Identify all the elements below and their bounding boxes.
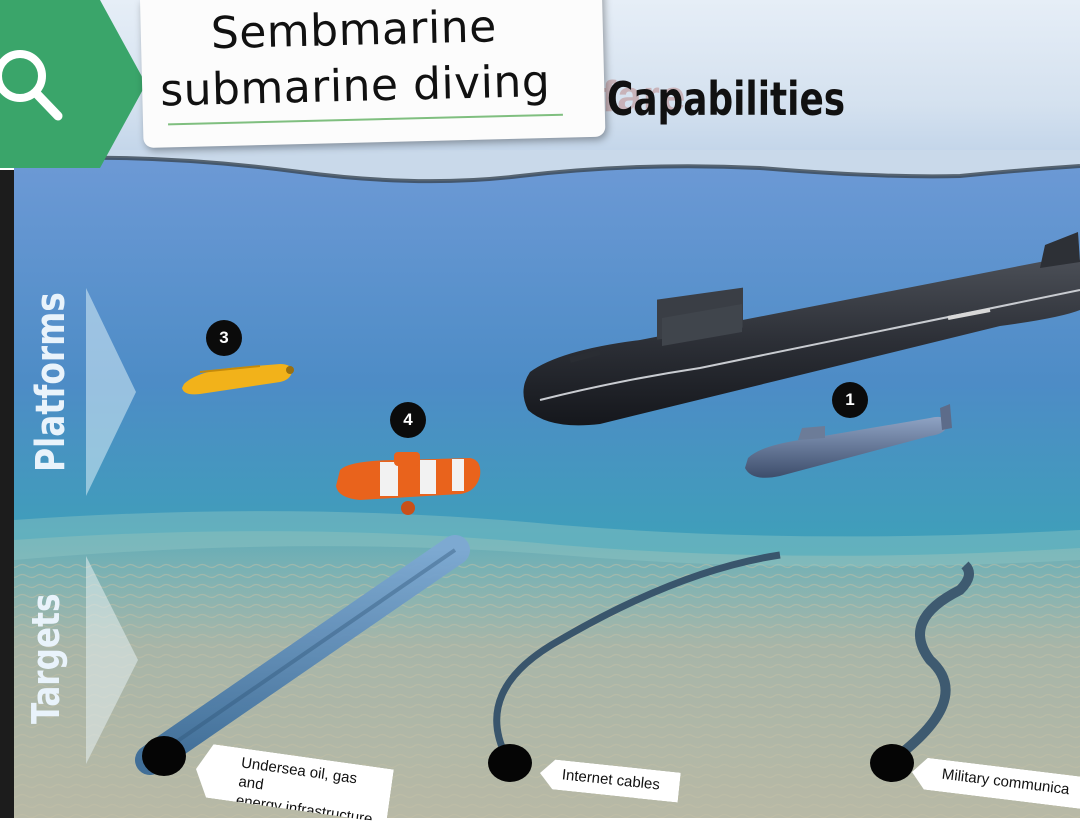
left-side-bar bbox=[0, 170, 14, 818]
magnifier-icon bbox=[0, 50, 63, 121]
small-submarine bbox=[745, 404, 952, 478]
label-underline bbox=[168, 113, 563, 126]
platform-badge-3: 3 bbox=[206, 320, 242, 356]
oil-pipeline-end-marker bbox=[142, 736, 186, 776]
orange-deep-submergence-vehicle bbox=[336, 452, 481, 515]
large-submarine bbox=[523, 232, 1080, 426]
search-label-line2: submarine diving bbox=[159, 56, 551, 117]
yellow-mini-submersible bbox=[182, 364, 294, 395]
platforms-label: Platforms bbox=[28, 292, 74, 472]
targets-label: Targets bbox=[24, 593, 68, 724]
search-button[interactable] bbox=[0, 0, 150, 168]
title-main-text: Capabilities bbox=[607, 72, 846, 126]
platform-badge-4: 4 bbox=[390, 402, 426, 438]
platform-badge-1: 1 bbox=[832, 382, 868, 418]
internet-cable-end-marker bbox=[488, 744, 532, 782]
search-label-line1: Sembmarine bbox=[210, 1, 498, 60]
military-cable-end-marker bbox=[870, 744, 914, 782]
search-label-card: Sembmarine submarine diving bbox=[140, 0, 606, 148]
